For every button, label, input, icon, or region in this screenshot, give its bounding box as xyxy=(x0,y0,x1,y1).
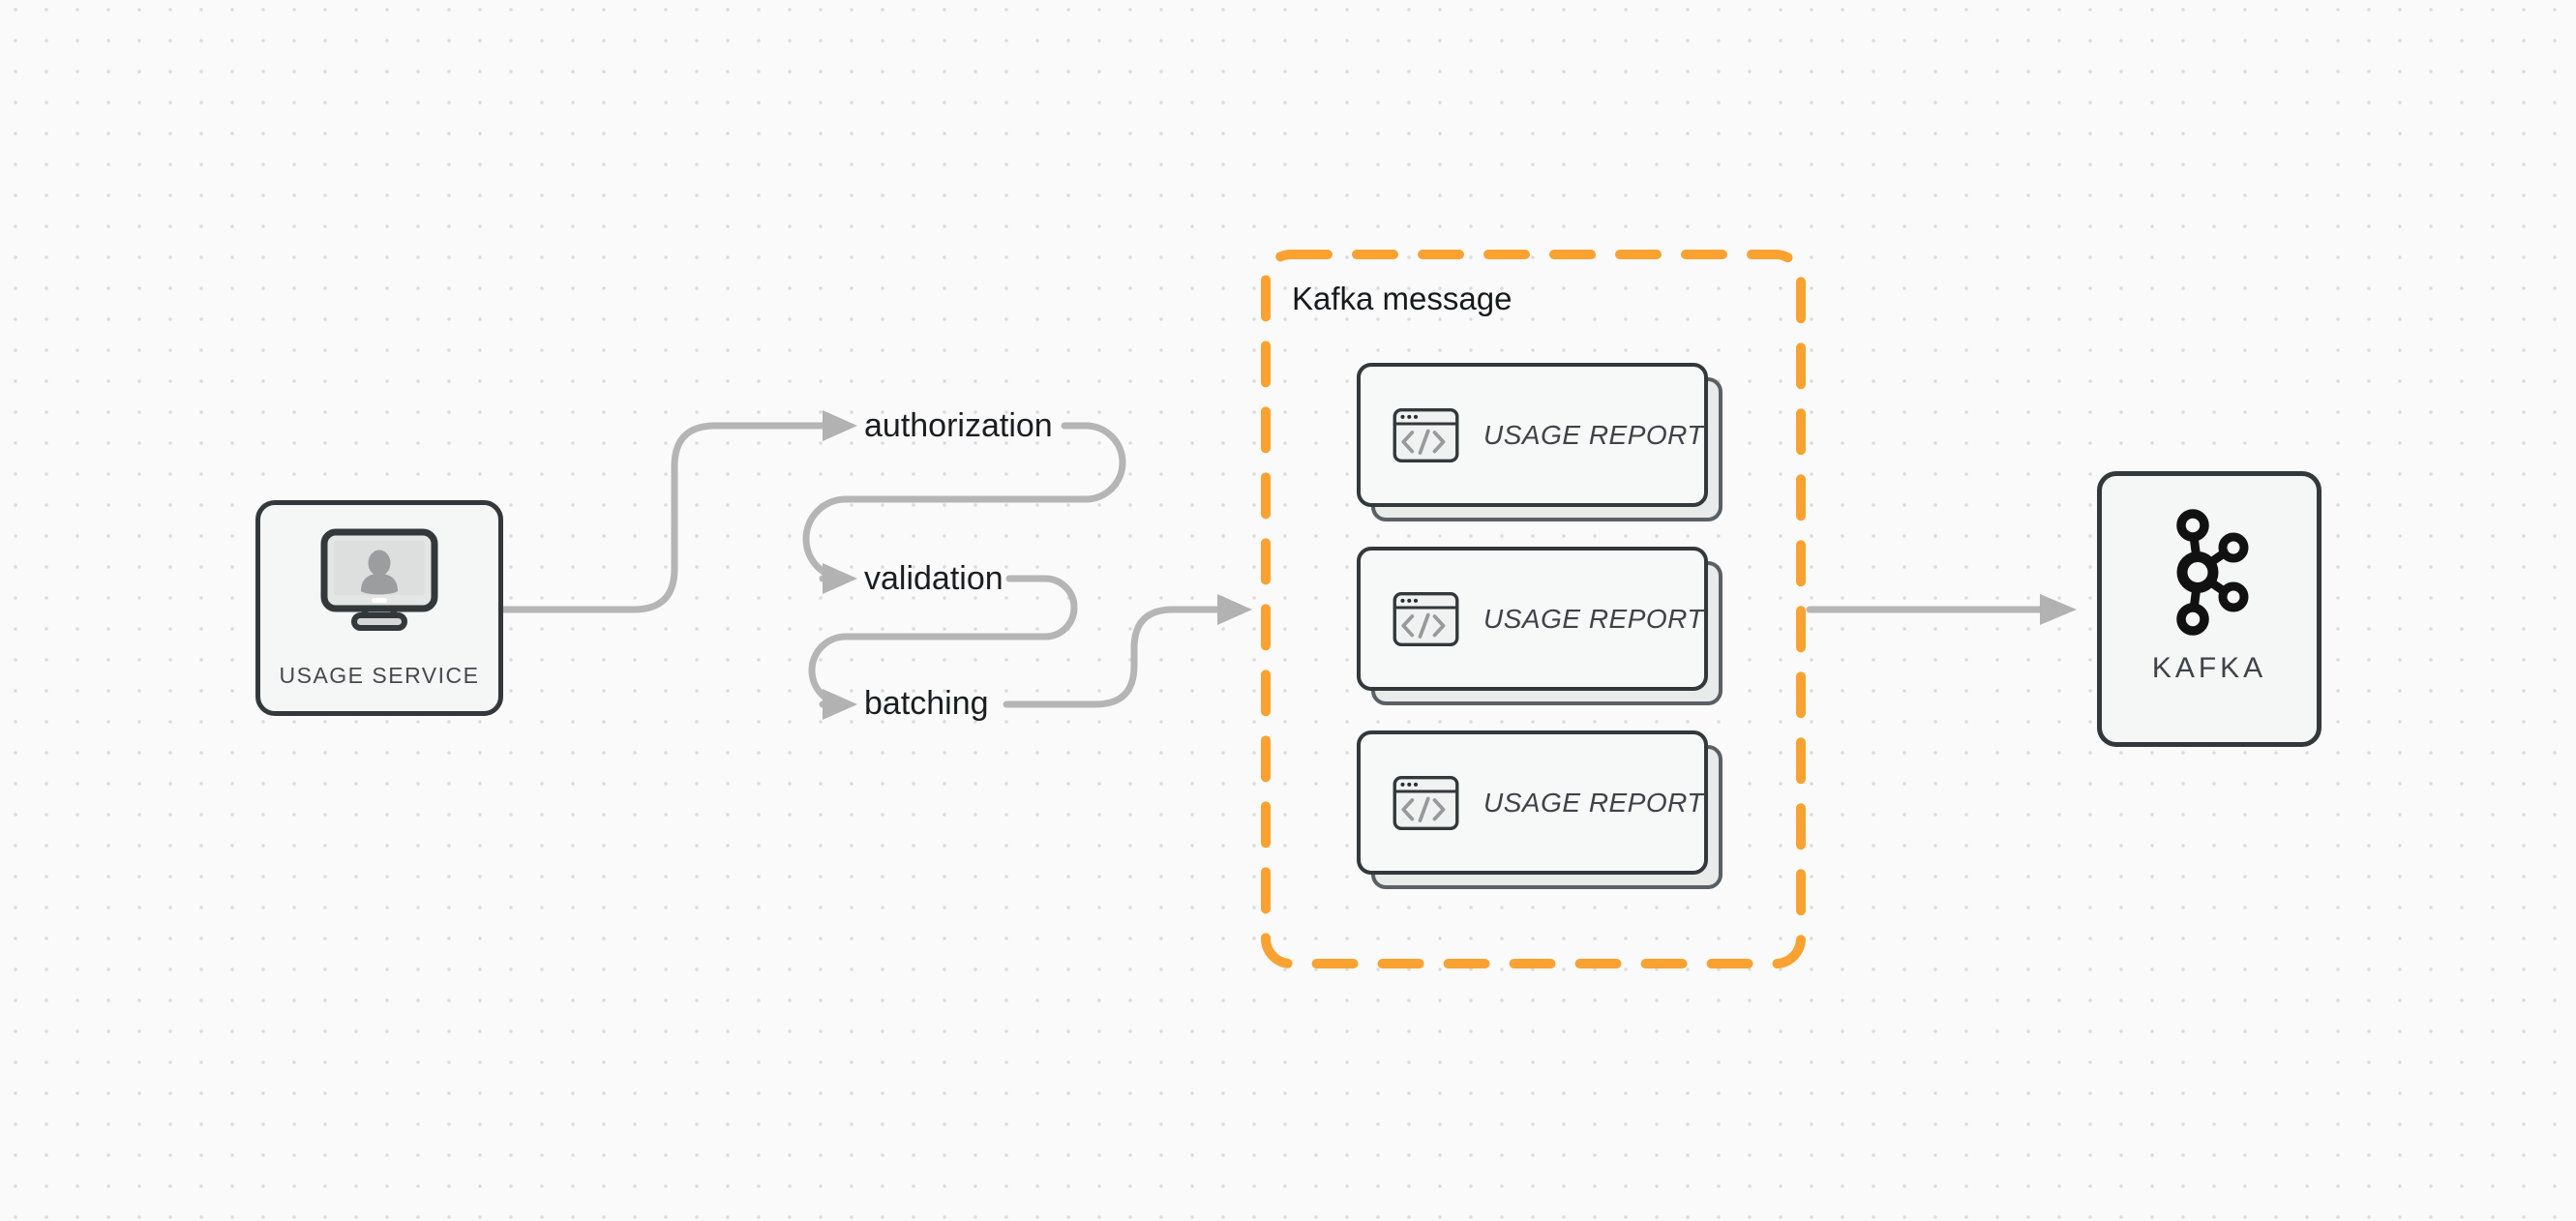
dashed-border xyxy=(1261,250,1806,968)
kafka-message-group: Kafka message USAGE REPORT xyxy=(1261,250,1806,968)
usage-report-card-front: USAGE REPORT xyxy=(1357,363,1708,507)
code-window-icon xyxy=(1393,775,1459,830)
monitor-user-icon xyxy=(320,528,438,631)
arrow-batching-to-group xyxy=(1003,606,1221,708)
step-label-batching: batching xyxy=(864,685,989,722)
arrowhead-kafka xyxy=(2040,594,2077,625)
group-title: Kafka message xyxy=(1292,281,1513,316)
usage-report-label: USAGE REPORT xyxy=(1483,419,1704,450)
arrow-usage-to-authorization xyxy=(499,422,826,613)
step-label-authorization: authorization xyxy=(864,407,1053,444)
arrowhead-authorization xyxy=(823,410,857,441)
code-window-icon xyxy=(1393,407,1459,462)
code-window-icon xyxy=(1393,591,1459,646)
step-label-validation: validation xyxy=(864,560,1003,597)
arrow-authorization-to-validation xyxy=(802,422,1126,582)
usage-report-card: USAGE REPORT xyxy=(1357,547,1722,705)
usage-service-label: USAGE SERVICE xyxy=(279,663,480,688)
usage-service-node: USAGE SERVICE xyxy=(255,500,503,716)
usage-report-card: USAGE REPORT xyxy=(1357,363,1722,521)
kafka-logo-icon xyxy=(2176,509,2249,636)
arrowhead-validation xyxy=(823,563,857,594)
usage-report-card-front: USAGE REPORT xyxy=(1357,547,1708,691)
kafka-label: KAFKA xyxy=(2151,652,2267,684)
usage-report-card: USAGE REPORT xyxy=(1357,730,1722,889)
kafka-node: KAFKA xyxy=(2097,471,2321,747)
usage-report-label: USAGE REPORT xyxy=(1483,787,1704,818)
arrowhead-group xyxy=(1217,594,1252,625)
usage-report-label: USAGE REPORT xyxy=(1483,603,1704,634)
arrowhead-batching xyxy=(823,689,857,720)
usage-report-card-front: USAGE REPORT xyxy=(1357,730,1708,875)
